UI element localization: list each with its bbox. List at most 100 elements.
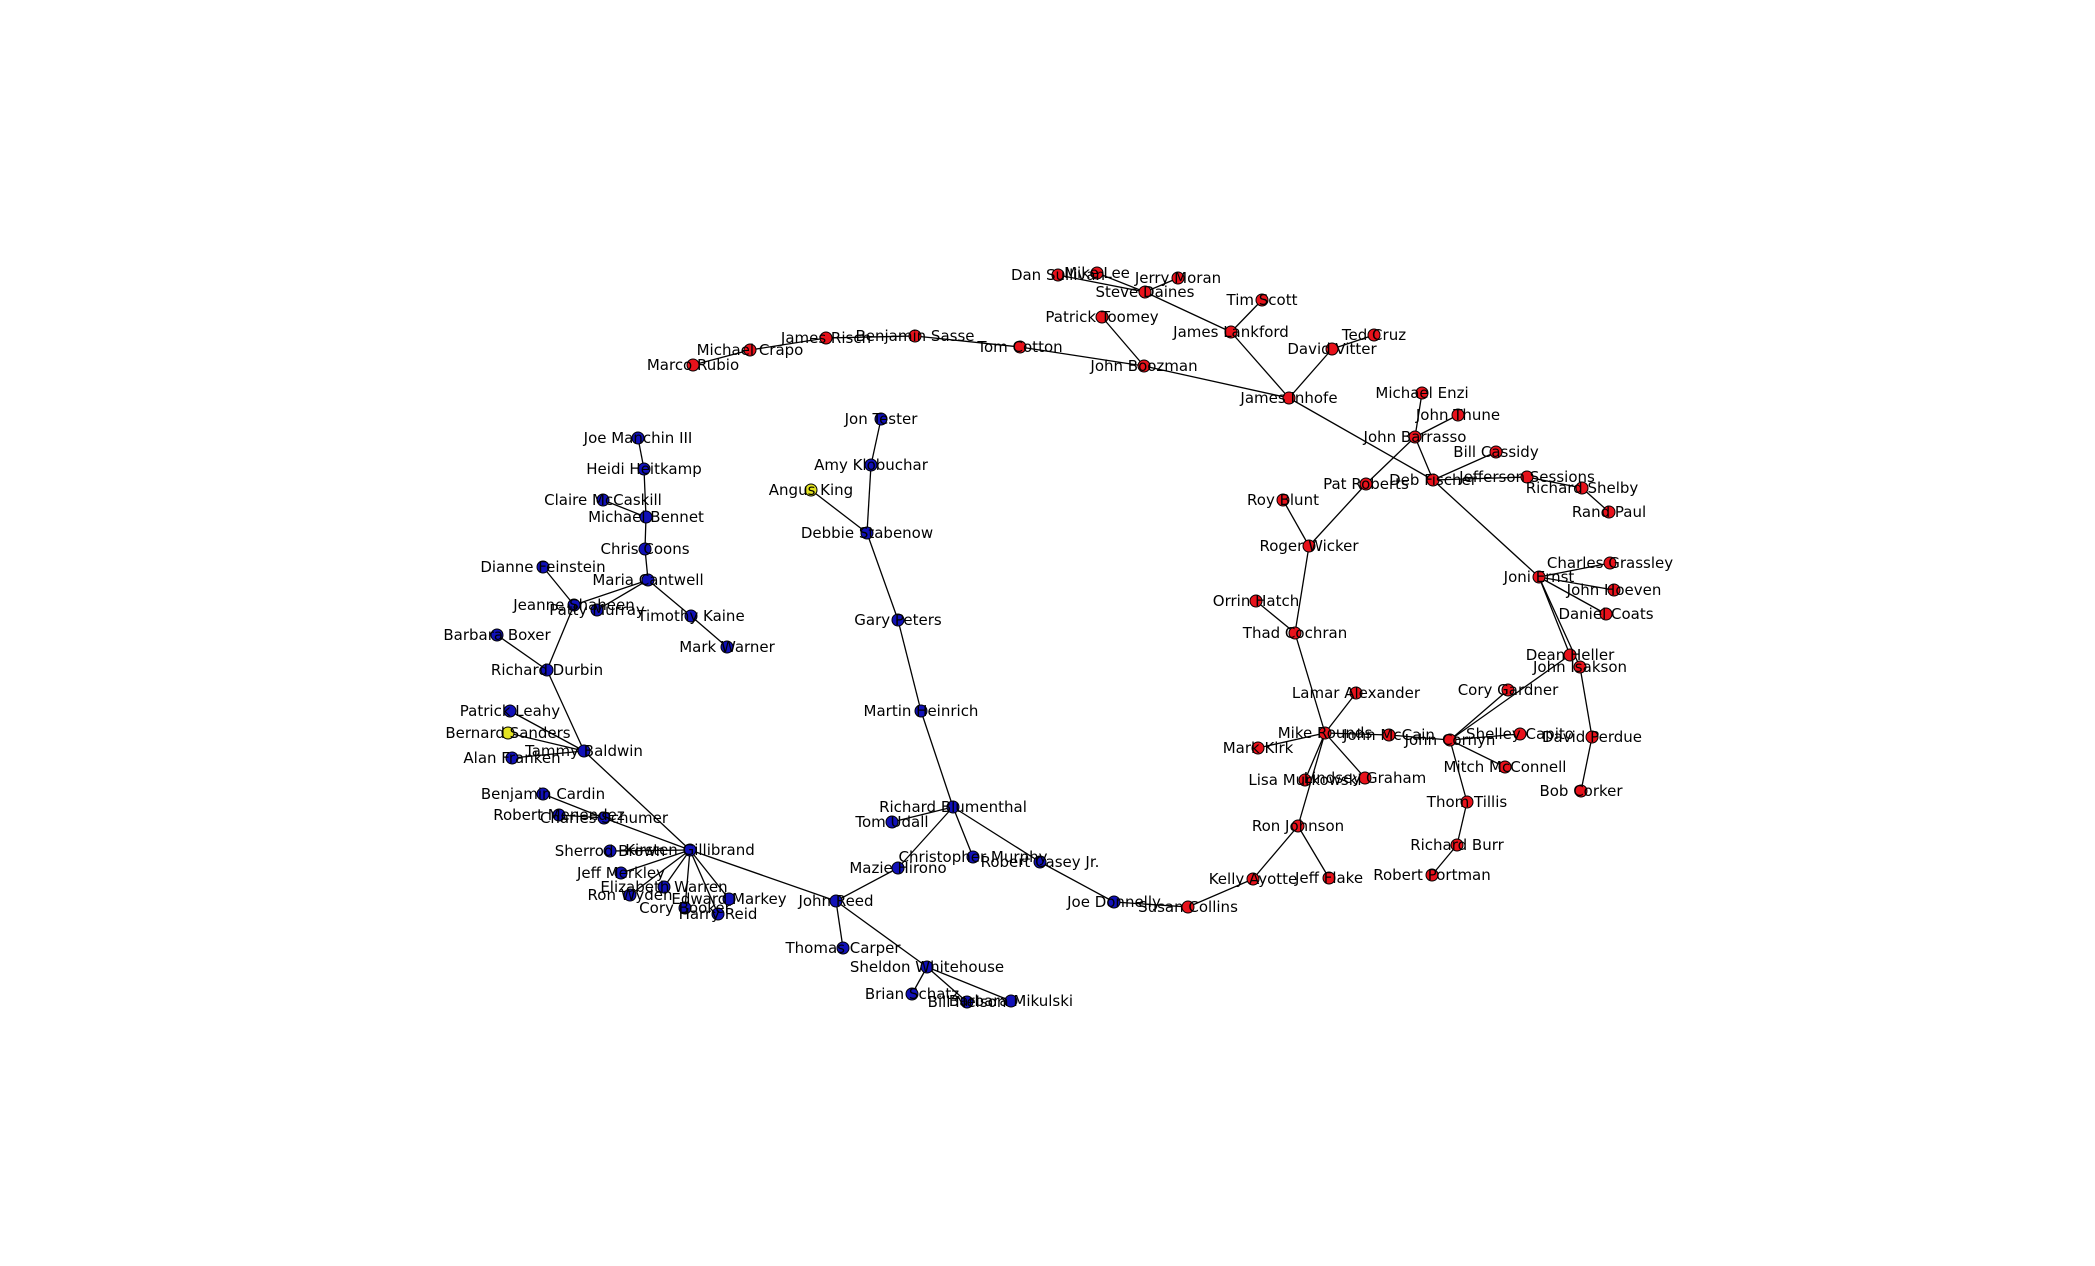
- node-richard-blumenthal[interactable]: [946, 800, 960, 814]
- node-robert-menendez[interactable]: [552, 808, 566, 822]
- node-james-lankford[interactable]: [1224, 325, 1238, 339]
- node-christopher-murphy[interactable]: [966, 850, 980, 864]
- node-barbara-boxer[interactable]: [490, 628, 504, 642]
- node-cory-booker[interactable]: [678, 901, 692, 915]
- node-thom-tillis[interactable]: [1460, 795, 1474, 809]
- node-james-risch[interactable]: [819, 331, 833, 345]
- node-tom-cotton[interactable]: [1013, 340, 1027, 354]
- node-benjamin-sasse[interactable]: [908, 329, 922, 343]
- node-patrick-leahy[interactable]: [503, 704, 517, 718]
- node-susan-collins[interactable]: [1181, 900, 1195, 914]
- node-jefferson-sessions[interactable]: [1520, 470, 1534, 484]
- node-john-barrasso[interactable]: [1408, 430, 1422, 444]
- node-jeff-flake[interactable]: [1322, 871, 1336, 885]
- node-joe-donnelly[interactable]: [1107, 895, 1121, 909]
- node-maria-cantwell[interactable]: [641, 573, 655, 587]
- node-john-boozman[interactable]: [1137, 359, 1151, 373]
- node-shelley-capito[interactable]: [1513, 727, 1527, 741]
- node-john-hoeven[interactable]: [1607, 583, 1621, 597]
- node-alan-franken[interactable]: [505, 751, 519, 765]
- node-daniel-coats[interactable]: [1599, 607, 1613, 621]
- node-charles-grassley[interactable]: [1603, 556, 1617, 570]
- node-jerry-moran[interactable]: [1171, 271, 1185, 285]
- node-ron-wyden[interactable]: [623, 888, 637, 902]
- node-tom-udall[interactable]: [885, 815, 899, 829]
- node-lisa-murkowski[interactable]: [1298, 773, 1312, 787]
- node-elizabeth-warren[interactable]: [657, 880, 671, 894]
- node-jon-tester[interactable]: [874, 412, 888, 426]
- node-harry-reid[interactable]: [711, 907, 725, 921]
- node-debbie-stabenow[interactable]: [860, 526, 874, 540]
- node-marco-rubio[interactable]: [686, 358, 700, 372]
- node-lamar-alexander[interactable]: [1349, 686, 1363, 700]
- node-bernard-sanders[interactable]: [501, 726, 515, 740]
- node-david-perdue[interactable]: [1585, 730, 1599, 744]
- node-roy-blunt[interactable]: [1276, 493, 1290, 507]
- node-bill-cassidy[interactable]: [1489, 445, 1503, 459]
- node-mark-warner[interactable]: [720, 640, 734, 654]
- node-ted-cruz[interactable]: [1367, 328, 1381, 342]
- node-barbara-mikulski[interactable]: [1004, 994, 1018, 1008]
- node-sherrod-brown[interactable]: [603, 844, 617, 858]
- node-robert-portman[interactable]: [1425, 868, 1439, 882]
- node-thad-cochran[interactable]: [1288, 626, 1302, 640]
- node-timothy-kaine[interactable]: [684, 609, 698, 623]
- node-amy-klobuchar[interactable]: [864, 458, 878, 472]
- node-claire-mccaskill[interactable]: [596, 493, 610, 507]
- node-jeff-merkley[interactable]: [614, 866, 628, 880]
- node-tammy-baldwin[interactable]: [577, 744, 591, 758]
- node-john-cornyn[interactable]: [1443, 733, 1457, 747]
- node-michael-crapo[interactable]: [743, 343, 757, 357]
- node-charles-schumer[interactable]: [597, 811, 611, 825]
- node-richard-shelby[interactable]: [1575, 481, 1589, 495]
- node-heidi-heitkamp[interactable]: [637, 462, 651, 476]
- node-sheldon-whitehouse[interactable]: [920, 960, 934, 974]
- node-martin-heinrich[interactable]: [914, 704, 928, 718]
- node-thomas-carper[interactable]: [836, 941, 850, 955]
- node-mike-rounds[interactable]: [1318, 726, 1332, 740]
- node-mitch-mcconnell[interactable]: [1498, 760, 1512, 774]
- node-pat-roberts[interactable]: [1359, 477, 1373, 491]
- node-steve-daines[interactable]: [1138, 285, 1152, 299]
- node-benjamin-cardin[interactable]: [536, 787, 550, 801]
- node-joe-manchin-iii[interactable]: [631, 431, 645, 445]
- node-kelly-ayotte[interactable]: [1246, 872, 1260, 886]
- node-rand-paul[interactable]: [1602, 505, 1616, 519]
- node-richard-burr[interactable]: [1450, 838, 1464, 852]
- node-edward-markey[interactable]: [722, 892, 736, 906]
- node-brian-schatz[interactable]: [905, 987, 919, 1001]
- node-patrick-toomey[interactable]: [1095, 310, 1109, 324]
- node-david-vitter[interactable]: [1325, 342, 1339, 356]
- node-dan-sullivan[interactable]: [1051, 268, 1065, 282]
- node-james-inhofe[interactable]: [1282, 391, 1296, 405]
- node-richard-durbin[interactable]: [540, 663, 554, 677]
- node-ron-johnson[interactable]: [1291, 819, 1305, 833]
- node-cory-gardner[interactable]: [1501, 683, 1515, 697]
- node-patty-murray[interactable]: [590, 603, 604, 617]
- node-dianne-feinstein[interactable]: [536, 560, 550, 574]
- node-john-reed[interactable]: [829, 894, 843, 908]
- node-mark-kirk[interactable]: [1251, 741, 1265, 755]
- node-jeanne-shaheen[interactable]: [567, 598, 581, 612]
- node-gary-peters[interactable]: [891, 613, 905, 627]
- node-john-mccain[interactable]: [1382, 728, 1396, 742]
- node-robert-casey-jr[interactable]: [1033, 855, 1047, 869]
- node-orrin-hatch[interactable]: [1249, 594, 1263, 608]
- node-tim-scott[interactable]: [1255, 293, 1269, 307]
- node-mike-lee[interactable]: [1090, 266, 1104, 280]
- node-john-thune[interactable]: [1451, 408, 1465, 422]
- node-dean-heller[interactable]: [1563, 648, 1577, 662]
- node-deb-fischer[interactable]: [1426, 473, 1440, 487]
- node-bill-nelson[interactable]: [960, 995, 974, 1009]
- node-michael-enzi[interactable]: [1415, 386, 1429, 400]
- node-mazie-hirono[interactable]: [891, 861, 905, 875]
- node-kirsten-gillibrand[interactable]: [683, 843, 697, 857]
- node-bob-corker[interactable]: [1574, 784, 1588, 798]
- node-michael-bennet[interactable]: [639, 510, 653, 524]
- node-roger-wicker[interactable]: [1302, 539, 1316, 553]
- node-john-isakson[interactable]: [1573, 660, 1587, 674]
- node-joni-ernst[interactable]: [1532, 570, 1546, 584]
- node-chris-coons[interactable]: [638, 542, 652, 556]
- node-lindsey-graham[interactable]: [1358, 771, 1372, 785]
- node-angus-king[interactable]: [804, 483, 818, 497]
